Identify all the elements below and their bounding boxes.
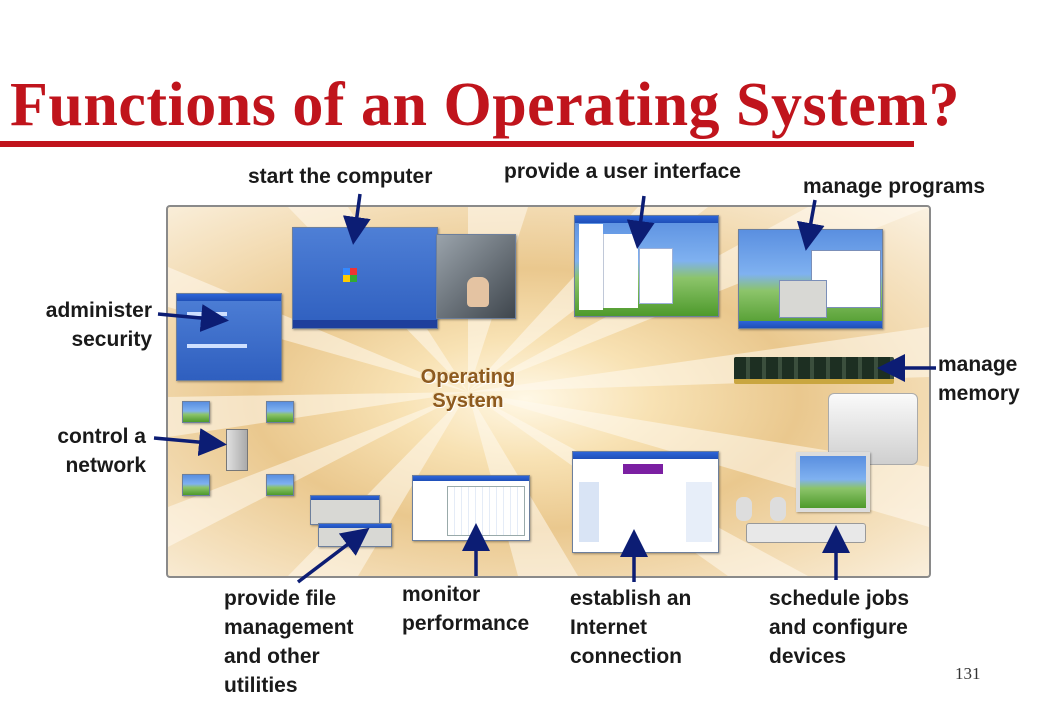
center-label-line-2: System (432, 390, 504, 412)
page-number: 131 (955, 664, 981, 683)
label-line: and configure (769, 616, 908, 639)
diagram-panel: Operating System (166, 205, 931, 578)
label-monitor-performance: monitor performance (402, 580, 529, 638)
label-line: manage (938, 353, 1018, 376)
label-control-network: control a network (20, 422, 146, 480)
label-line: network (65, 454, 146, 477)
label-line: control a (57, 425, 146, 448)
label-line: management (224, 616, 354, 639)
label-line: memory (938, 382, 1020, 405)
label-schedule-jobs: schedule jobs and configure devices (769, 584, 909, 671)
label-line: establish an (570, 587, 692, 610)
label-file-management: provide file management and other utilit… (224, 584, 354, 700)
label-start-computer: start the computer (248, 165, 433, 188)
label-line: schedule jobs (769, 587, 910, 610)
page-title: Functions of an Operating System? (10, 71, 960, 139)
label-line: performance (402, 612, 530, 635)
label-user-interface: provide a user interface (504, 160, 741, 183)
title-underline (0, 141, 914, 147)
programs-screenshot (738, 229, 883, 329)
label-line: provide file (224, 587, 337, 610)
performance-monitor-screenshot (412, 475, 530, 541)
power-button-photo (436, 234, 516, 319)
label-line: and other (224, 645, 320, 668)
label-line: monitor (402, 583, 481, 606)
windows-logo-icon (343, 268, 357, 282)
security-logon-screenshot (176, 293, 282, 381)
center-label-line-1: Operating (420, 366, 516, 388)
operating-system-label: Operating System (408, 365, 528, 413)
label-line: security (71, 328, 152, 351)
label-line: Internet (570, 616, 648, 639)
file-dialog-screenshot-2 (318, 523, 392, 547)
start-menu-screenshot (574, 215, 719, 317)
label-administer-security: administer security (20, 296, 152, 354)
label-line: utilities (224, 674, 298, 697)
label-line: administer (45, 299, 152, 322)
web-browser-screenshot (572, 451, 719, 553)
label-line: devices (769, 645, 847, 668)
label-internet-connection: establish an Internet connection (570, 584, 691, 671)
label-line: connection (570, 645, 683, 668)
label-manage-memory: manage memory (938, 350, 1020, 408)
label-manage-programs: manage programs (803, 175, 986, 198)
windows-startup-screen (292, 227, 438, 329)
file-dialog-screenshot (310, 495, 380, 525)
memory-module-icon (734, 357, 894, 384)
